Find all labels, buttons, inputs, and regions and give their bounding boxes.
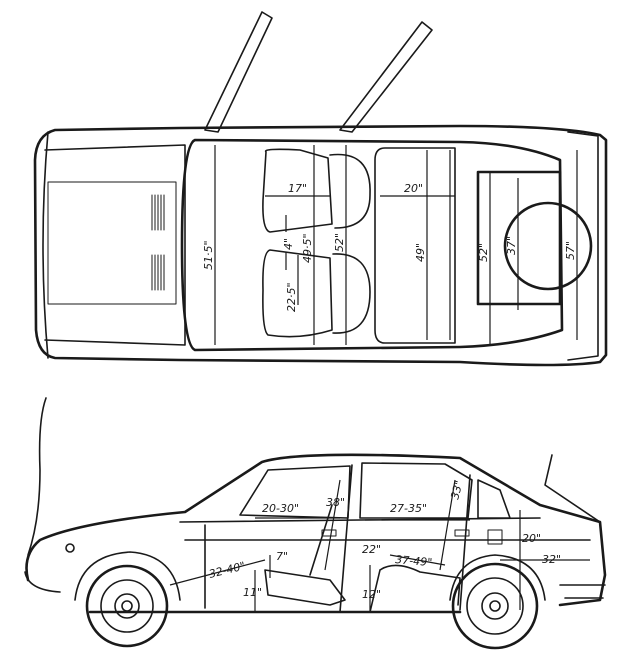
open-hood	[27, 397, 47, 556]
front-seatback-right	[332, 253, 371, 334]
dim-37-49: 37-49"	[395, 553, 433, 569]
front-seatback-left	[329, 153, 371, 229]
dim-37: 37"	[505, 236, 518, 255]
dim-49: 49"	[414, 243, 427, 262]
dim-20: 20"	[404, 182, 423, 195]
dim-33: 33"	[448, 479, 465, 501]
door-handle-rear	[454, 529, 470, 537]
top-view: 51·5" 17" 4" 22·5" 49·5" 52" 20" 49" 52"…	[33, 11, 608, 367]
open-rear-door	[339, 21, 433, 133]
dim-7: 7"	[276, 550, 288, 563]
dim-32-40: 32-40"	[208, 559, 247, 581]
dim-52-boot: 52"	[477, 243, 490, 262]
hood-vents	[151, 194, 165, 291]
dim-4: 4"	[282, 238, 295, 250]
dim-27-35: 27-35"	[390, 502, 427, 515]
dim-20-boot: 20"	[522, 532, 541, 545]
hood-panel	[47, 181, 177, 305]
front-bumper-side	[24, 571, 61, 593]
boot-floor	[476, 170, 562, 306]
side-dimension-lines	[169, 479, 590, 612]
rear-window	[359, 462, 473, 519]
dim-17: 17"	[288, 182, 307, 195]
door-handle-front	[321, 529, 337, 537]
dim-51-5: 51·5"	[202, 240, 215, 270]
front-badge	[65, 543, 75, 553]
side-view: 20-30" 38" 27-35" 33" 7" 32-40" 11" 22" …	[24, 397, 607, 650]
front-bumper-top	[42, 131, 49, 359]
rear-quarter-window	[477, 479, 511, 519]
dim-22: 22"	[362, 543, 381, 556]
dim-20-30: 20-30"	[262, 502, 299, 515]
open-tailgate	[544, 454, 601, 523]
rear-bumper-top	[567, 131, 599, 361]
body-profile	[25, 453, 607, 614]
rear-bench	[374, 147, 456, 344]
front-seat-left	[262, 148, 333, 233]
dim-49-5: 49·5"	[301, 233, 314, 263]
dim-11: 11"	[243, 586, 262, 599]
dim-12: 12"	[362, 588, 381, 601]
rear-wheel	[449, 554, 546, 650]
dim-32-boot: 32"	[542, 553, 561, 566]
cabin-outline	[180, 138, 564, 352]
rear-seat-side	[369, 564, 461, 613]
dim-57: 57"	[564, 241, 577, 260]
dim-22-5: 22·5"	[285, 282, 298, 312]
dim-38: 38"	[326, 496, 345, 509]
door-shut-lines	[204, 464, 471, 613]
hood	[44, 144, 186, 346]
fuel-flap	[487, 529, 503, 545]
front-seat-side	[264, 504, 346, 606]
body-outline-top	[33, 124, 608, 367]
rear-bumper-side	[559, 584, 606, 599]
spare-wheel	[503, 201, 593, 291]
top-dimension-lines	[214, 145, 578, 345]
front-wheel	[74, 551, 181, 648]
open-front-door	[204, 11, 273, 133]
front-window	[239, 465, 351, 519]
dim-52-seat: 52"	[333, 233, 346, 252]
